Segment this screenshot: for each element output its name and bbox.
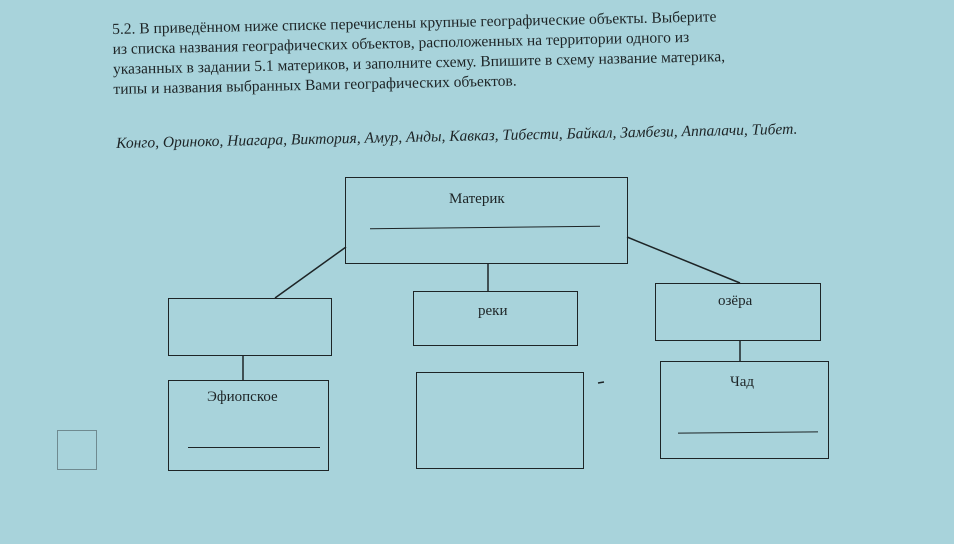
right-name-box[interactable] — [660, 361, 829, 459]
connector-root-right — [626, 236, 741, 284]
left-answer-line[interactable] — [188, 447, 320, 448]
root-box[interactable] — [345, 177, 628, 264]
root-label: Материк — [449, 191, 505, 207]
center-type-box[interactable] — [413, 291, 578, 346]
connector-root-left — [274, 246, 347, 299]
center-type-label: реки — [478, 303, 508, 319]
stray-mark — [597, 381, 605, 384]
center-name-box[interactable] — [416, 372, 584, 469]
left-name-box[interactable] — [168, 380, 329, 471]
right-name-label: Чад — [730, 374, 755, 390]
left-name-label: Эфиопское — [207, 389, 278, 405]
answer-checkbox[interactable] — [57, 430, 97, 470]
right-type-label: озёра — [718, 293, 753, 309]
right-type-box[interactable] — [655, 283, 821, 341]
left-type-box[interactable] — [168, 298, 332, 356]
